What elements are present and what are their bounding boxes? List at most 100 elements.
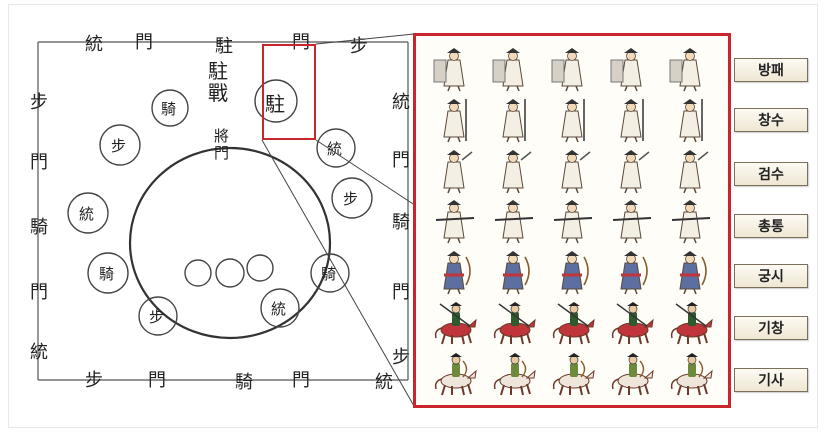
troop-cell — [661, 145, 720, 196]
gate-char: 統 — [30, 338, 48, 364]
cav-spear-soldier-icon — [548, 300, 596, 346]
cav-spear-soldier-icon — [430, 300, 478, 346]
troop-cell — [542, 145, 601, 196]
spear-soldier-icon — [489, 97, 537, 143]
troop-cell — [661, 247, 720, 298]
gate-char: 步 — [392, 343, 410, 369]
circle-char: 統 — [79, 203, 94, 224]
cav-spear-soldier-icon — [607, 300, 655, 346]
archer-soldier-icon — [548, 249, 596, 295]
archer-soldier-icon — [489, 249, 537, 295]
gate-char: 步 — [30, 88, 48, 114]
sword-soldier-icon — [430, 148, 478, 194]
sword-soldier-icon — [607, 148, 655, 194]
circle-char: 騎 — [99, 263, 114, 284]
gate-char: 統 — [375, 368, 393, 394]
gate-char: 門 — [135, 28, 153, 54]
gate-char: 門 — [30, 148, 48, 174]
troop-label-gun: 총통 — [734, 214, 808, 238]
gate-char: 步 — [350, 32, 368, 58]
troop-cell — [661, 196, 720, 247]
troop-cell — [661, 348, 720, 399]
troop-cell — [424, 145, 483, 196]
troop-cell — [424, 44, 483, 95]
sword-soldier-icon — [666, 148, 714, 194]
troop-cell — [542, 95, 601, 146]
archer-soldier-icon — [666, 249, 714, 295]
troop-cell — [483, 348, 542, 399]
troop-label-cavalry-spear: 기창 — [734, 316, 808, 340]
cav-spear-soldier-icon — [666, 300, 714, 346]
troop-cell — [602, 247, 661, 298]
gun-soldier-icon — [430, 198, 478, 244]
troop-cell — [424, 247, 483, 298]
cav-archer-soldier-icon — [666, 351, 714, 397]
circle-char: 統 — [327, 138, 342, 159]
troop-label-cavalry-archer: 기사 — [734, 368, 808, 392]
troop-cell — [542, 196, 601, 247]
shield-soldier-icon — [489, 46, 537, 92]
archer-soldier-icon — [607, 249, 655, 295]
gate-char: 門 — [392, 146, 410, 172]
gate-char: 門 — [392, 278, 410, 304]
gate-char: 騎 — [30, 213, 48, 239]
troop-label-shield: 방패 — [734, 58, 808, 82]
shield-soldier-icon — [666, 46, 714, 92]
center-top-char: 駐戰 — [208, 60, 232, 104]
troop-cell — [602, 348, 661, 399]
circle-char: 步 — [149, 306, 164, 327]
gate-char: 騎 — [392, 208, 410, 234]
troop-cell — [542, 298, 601, 349]
gate-char: 步 — [85, 366, 103, 392]
troop-cell — [661, 44, 720, 95]
gate-char: 門 — [30, 278, 48, 304]
formation-diagram: 統 門 駐 門 步 步 門 騎 門 統 步 門 騎 門 統 統 門 騎 門 步 … — [30, 28, 415, 418]
spear-soldier-icon — [607, 97, 655, 143]
troop-cell — [602, 196, 661, 247]
circle-char: 步 — [111, 135, 126, 156]
troop-label-spear: 창수 — [734, 108, 808, 132]
gate-char: 統 — [392, 88, 410, 114]
zoom-panel — [413, 33, 731, 408]
gate-char: 騎 — [235, 368, 253, 394]
circle-char: 騎 — [321, 263, 336, 284]
troop-cell — [542, 247, 601, 298]
troop-cell — [424, 196, 483, 247]
troop-cell — [602, 298, 661, 349]
gate-char: 門 — [148, 366, 166, 392]
troop-cell — [483, 44, 542, 95]
highlight-box — [262, 44, 316, 140]
spear-soldier-icon — [548, 97, 596, 143]
troop-cell — [542, 348, 601, 399]
gate-char: 門 — [292, 366, 310, 392]
troop-cell — [424, 348, 483, 399]
troop-cell — [483, 95, 542, 146]
gate-char: 駐 — [215, 32, 233, 58]
troop-cell — [661, 95, 720, 146]
troop-cell — [424, 95, 483, 146]
cav-archer-soldier-icon — [430, 351, 478, 397]
troop-label-sword: 검수 — [734, 162, 808, 186]
troop-grid — [424, 44, 720, 399]
cav-archer-soldier-icon — [607, 351, 655, 397]
troop-cell — [602, 145, 661, 196]
gun-soldier-icon — [548, 198, 596, 244]
circle-char: 步 — [343, 188, 358, 209]
troop-cell — [483, 196, 542, 247]
spear-soldier-icon — [666, 97, 714, 143]
shield-soldier-icon — [430, 46, 478, 92]
troop-cell — [602, 95, 661, 146]
sword-soldier-icon — [489, 148, 537, 194]
circle-char: 統 — [271, 298, 286, 319]
shield-soldier-icon — [548, 46, 596, 92]
troop-cell — [483, 145, 542, 196]
troop-cell — [602, 44, 661, 95]
gun-soldier-icon — [607, 198, 655, 244]
troop-cell — [483, 247, 542, 298]
gun-soldier-icon — [666, 198, 714, 244]
sword-soldier-icon — [548, 148, 596, 194]
troop-label-archer: 궁시 — [734, 264, 808, 288]
gate-char: 統 — [85, 30, 103, 56]
troop-cell — [483, 298, 542, 349]
archer-soldier-icon — [430, 249, 478, 295]
